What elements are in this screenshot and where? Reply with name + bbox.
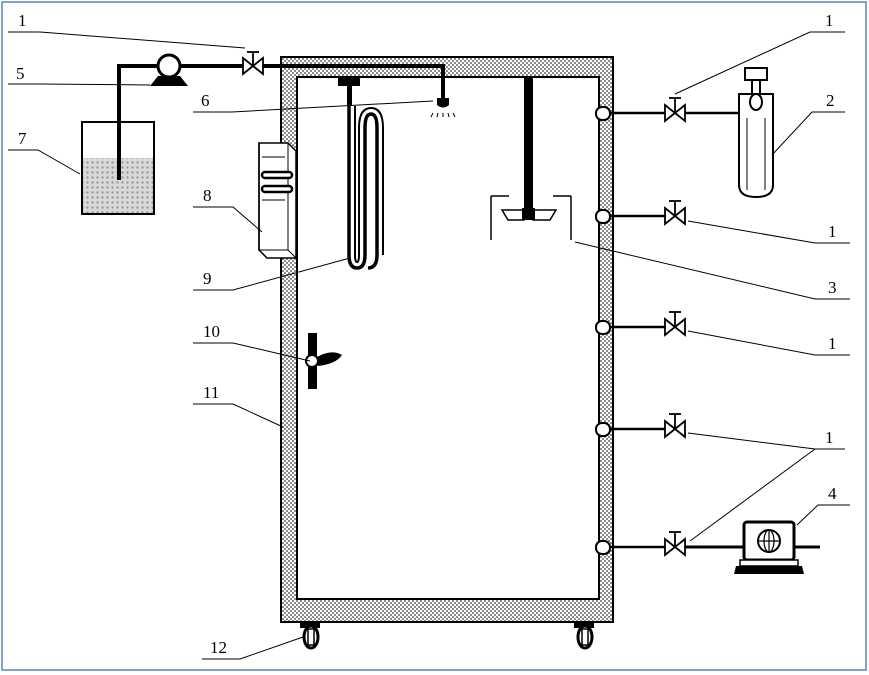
label-gas-cylinder: 2	[826, 91, 835, 110]
label-stirrer: 3	[828, 278, 837, 297]
suction-pipe	[117, 64, 158, 180]
label-data-logger: 4	[828, 484, 837, 503]
port-3	[595, 320, 667, 335]
label-pump: 5	[16, 64, 25, 83]
label-control-box: 8	[203, 186, 212, 205]
label-insulated-wall: 11	[203, 383, 219, 402]
label-valve-port-3: 1	[828, 334, 837, 353]
pump	[150, 53, 188, 86]
valve-port-2	[664, 200, 686, 226]
spray-nozzle	[430, 98, 456, 118]
port-4	[595, 422, 667, 437]
insulated-chamber	[280, 56, 614, 623]
label-valve-lower: 1	[825, 428, 834, 447]
port-2	[595, 209, 667, 224]
data-logger	[734, 520, 804, 574]
valve-pump-line	[242, 51, 264, 76]
label-valve-gas-cylinder: 1	[825, 11, 834, 30]
stirrer	[490, 78, 572, 240]
gas-cylinder	[738, 67, 774, 199]
label-valve-port-2: 1	[828, 222, 837, 241]
label-liquid-tank: 7	[18, 129, 27, 148]
leader-lines	[8, 31, 850, 660]
label-valve-pump-line: 1	[18, 11, 27, 30]
label-fan: 10	[203, 322, 220, 341]
fan	[305, 333, 342, 389]
valve-gas-cylinder	[664, 97, 745, 123]
label-caster-wheel: 12	[210, 638, 227, 657]
label-spray-nozzle: 6	[201, 91, 210, 110]
valve-port-3	[664, 311, 686, 337]
control-box	[258, 142, 297, 259]
label-heater-coil: 9	[203, 269, 212, 288]
discharge-pipe-inner	[262, 64, 445, 98]
valve-port-4	[664, 413, 686, 439]
caster-wheel-right	[574, 622, 594, 650]
caster-wheel-left	[300, 622, 320, 650]
port-1	[595, 106, 667, 121]
port-5	[595, 540, 667, 555]
heater-coil	[338, 78, 384, 270]
